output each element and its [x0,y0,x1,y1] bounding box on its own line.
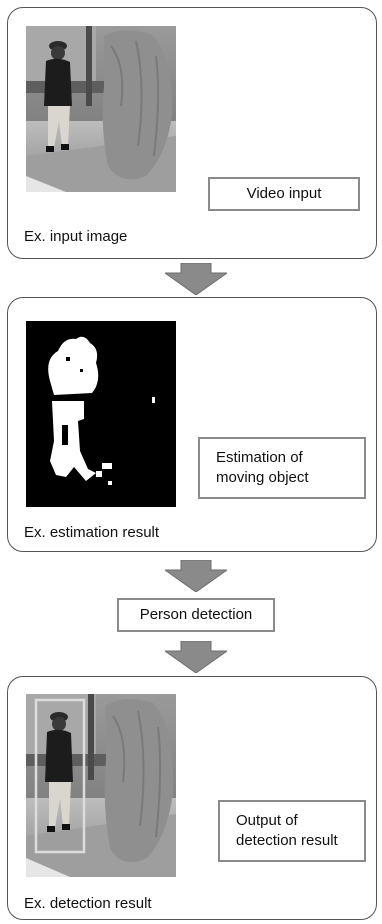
estimation-step: Estimation of moving object [198,437,366,499]
input-image-caption: Ex. input image [24,228,128,245]
detection-image [26,694,176,877]
detection-caption: Ex. detection result [24,895,152,912]
input-image [26,26,176,192]
person-detection-step: Person detection [117,598,275,632]
stage-panel-input: Video input Ex. input image [7,7,377,259]
stage-panel-estimation: Estimation of moving object Ex. estimati… [7,297,377,552]
estimation-image [26,321,176,507]
estimation-caption: Ex. estimation result [24,524,160,541]
flow-arrow-2 [165,560,227,592]
stage-panel-detection: Output of detection result Ex. detection… [7,676,377,920]
person-detection-label: Person detection [139,606,253,623]
detection-bounding-box [34,698,86,854]
output-label: Output of detection result [236,812,338,849]
output-step: Output of detection result [218,800,366,862]
flow-arrow-1 [165,263,227,295]
video-input-step: Video input [208,177,360,211]
video-input-label: Video input [246,185,322,202]
flow-arrow-3 [165,641,227,673]
estimation-label: Estimation of moving object [216,449,309,486]
